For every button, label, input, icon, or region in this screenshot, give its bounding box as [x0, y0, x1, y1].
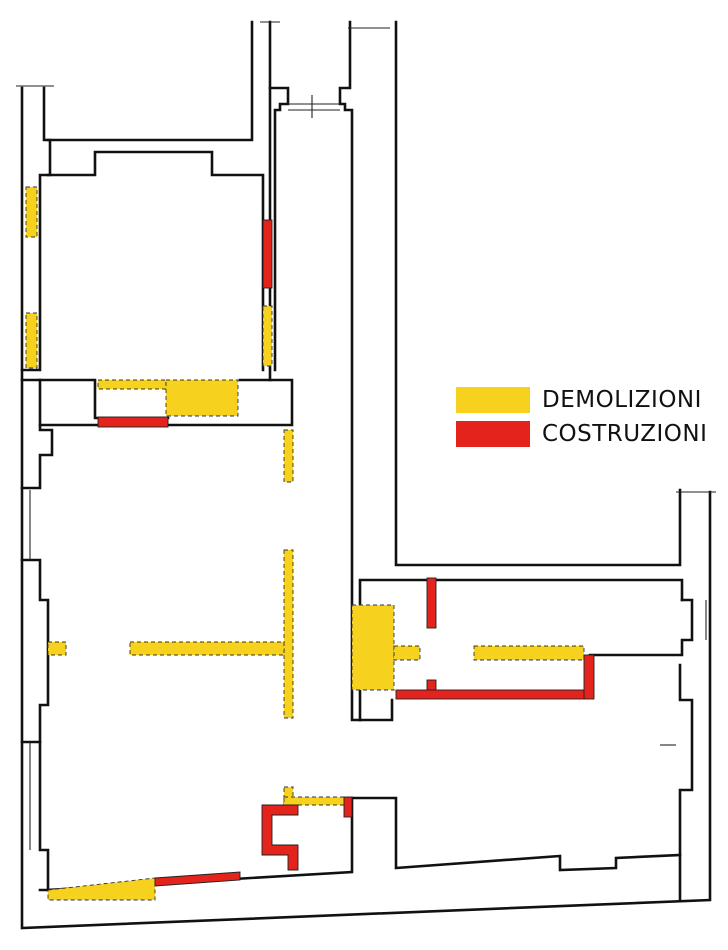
- construction-area: [261, 804, 299, 871]
- corridor-right-top: [338, 20, 362, 722]
- right-lower-room: [358, 698, 394, 722]
- sketch-lines: [16, 21, 716, 850]
- right-room-window: [588, 598, 694, 657]
- construction-area: [343, 796, 353, 818]
- demolition-area: [473, 645, 585, 661]
- demolition-area: [165, 379, 239, 417]
- legend-label-construction: COSTRUZIONI: [542, 421, 708, 447]
- legend-construction: COSTRUZIONI: [456, 420, 716, 448]
- demolition-area: [262, 305, 273, 367]
- lower-small-room: [350, 796, 682, 872]
- corridor-left-top: [268, 86, 290, 372]
- construction-area: [426, 577, 437, 629]
- legend-swatch-demolition: [456, 387, 530, 413]
- demolition-area: [97, 379, 167, 390]
- demolition-area: [129, 641, 285, 656]
- corridor-outer-right: [394, 20, 682, 567]
- construction-area: [395, 689, 587, 700]
- demolition-area: [47, 877, 156, 901]
- construction-area: [583, 654, 595, 700]
- right-lower-wall: [678, 663, 694, 902]
- left-window-block-1: [20, 558, 50, 744]
- outer-left-wall: [20, 86, 712, 930]
- demolition-area: [47, 641, 67, 656]
- upper-room-top-wall: [46, 20, 254, 142]
- left-window-block-2: [38, 740, 50, 892]
- construction-area: [154, 871, 241, 887]
- demolition-area: [283, 429, 294, 483]
- legend-label-demolition: DEMOLIZIONI: [542, 387, 702, 413]
- demolition-areas: [25, 186, 585, 901]
- demolition-area: [351, 604, 395, 691]
- legend-swatch-construction: [456, 421, 530, 447]
- construction-area: [97, 416, 169, 428]
- inner-left-wall-lower: [20, 378, 54, 490]
- demolition-area: [25, 312, 38, 369]
- plan-walls: [20, 20, 712, 930]
- demolition-area: [283, 796, 353, 806]
- demolition-area: [25, 186, 38, 238]
- legend-demolition: DEMOLIZIONI: [456, 386, 716, 414]
- construction-area: [262, 219, 273, 289]
- demolition-area: [283, 549, 294, 719]
- demolition-area: [393, 645, 421, 661]
- upper-room-ceiling: [46, 150, 265, 372]
- construction-areas: [97, 219, 595, 887]
